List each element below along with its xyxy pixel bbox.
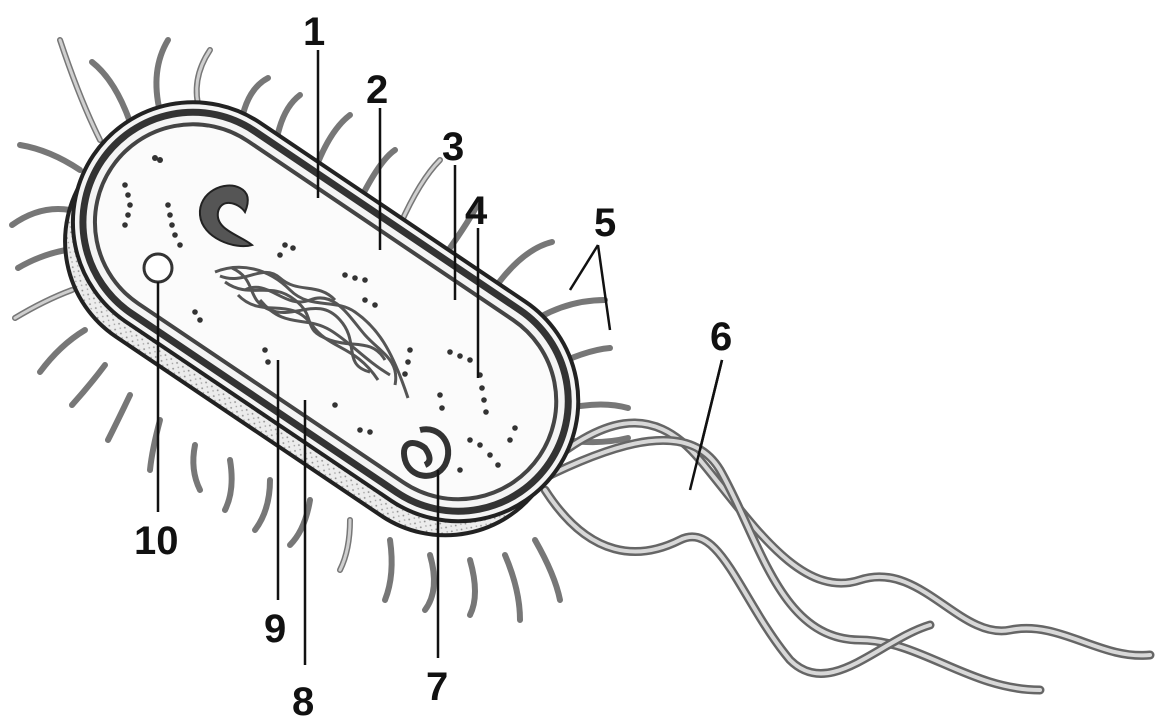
inclusion-body xyxy=(144,254,172,282)
cell-body xyxy=(16,56,625,583)
label-6: 6 xyxy=(710,315,732,359)
label-5: 5 xyxy=(594,201,616,245)
label-1: 1 xyxy=(303,10,325,54)
label-7: 7 xyxy=(426,665,448,709)
label-9: 9 xyxy=(264,607,286,651)
label-4: 4 xyxy=(465,189,488,233)
label-3: 3 xyxy=(442,125,464,169)
label-2: 2 xyxy=(366,68,388,112)
flagella xyxy=(540,423,1150,690)
label-8: 8 xyxy=(292,680,314,724)
label-10: 10 xyxy=(134,519,179,563)
